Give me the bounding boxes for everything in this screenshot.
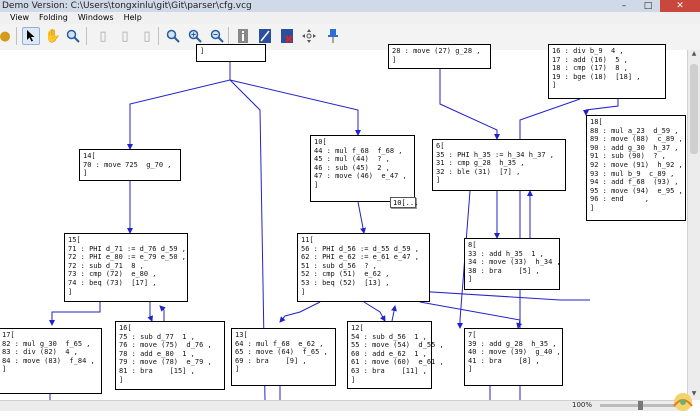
- zoom-fit-icon[interactable]: [164, 27, 182, 45]
- zoom-in-icon[interactable]: [186, 27, 204, 45]
- cfg-node-12[interactable]: 12[ 54 : sub d_56 1 , 55 : move (54) d_5…: [347, 321, 444, 389]
- menu-view[interactable]: View: [10, 13, 29, 22]
- zoom-slider[interactable]: [600, 401, 680, 410]
- delete-node-icon[interactable]: [278, 27, 296, 45]
- edit-node-icon[interactable]: [256, 27, 274, 45]
- scroll-thumb[interactable]: [690, 64, 698, 154]
- pointer-tool-icon[interactable]: [22, 27, 40, 45]
- scroll-up-icon[interactable]: ▲: [691, 50, 697, 57]
- menu-bar: View Folding Windows Help: [0, 12, 700, 24]
- cfg-node-top-center[interactable]: ]: [196, 44, 266, 62]
- cfg-node-15[interactable]: 15[ 71 : PHI d_71 := d_76 d_59 , 72 : PH…: [64, 233, 188, 302]
- toolbar-separator: [16, 27, 17, 45]
- node-tooltip: 10[...: [390, 197, 418, 208]
- open-icon[interactable]: ●: [0, 28, 11, 44]
- cfg-node-6[interactable]: 6[ 35 : PHI h_35 := h_34 h_37 , 31 : cmp…: [432, 139, 566, 191]
- scroll-down-icon[interactable]: ▼: [691, 390, 697, 397]
- layout-arrows-icon[interactable]: [300, 27, 318, 45]
- cfg-node-11[interactable]: 11[ 56 : PHI d_56 := d_55 d_59 , 62 : PH…: [297, 233, 430, 302]
- cfg-node-top-far-right[interactable]: 16 : div b_9 4 , 17 : add (16) 5 , 18 : …: [548, 44, 666, 99]
- menu-folding[interactable]: Folding: [38, 13, 68, 22]
- menu-windows[interactable]: Windows: [77, 13, 114, 22]
- window-title: Demo Version: C:\Users\tongxinlu\git\Git…: [2, 1, 252, 11]
- zoom-level: 100%: [571, 401, 592, 409]
- magnifier-icon[interactable]: [64, 27, 82, 45]
- cfg-node-10[interactable]: 10[ 44 : mul f_68 f_68 , 45 : mul (44) ?…: [310, 135, 415, 202]
- toolbar-separator: [158, 27, 159, 45]
- toolbar-separator: [86, 27, 87, 45]
- window-controls: – □ ✕: [612, 0, 700, 12]
- app-logo-icon: [673, 393, 693, 411]
- toolbar-separator: [228, 27, 229, 45]
- zoom-slider-knob[interactable]: [638, 401, 643, 410]
- pin-icon[interactable]: [324, 27, 342, 45]
- page-expand-icon[interactable]: ▯: [143, 28, 151, 44]
- horizontal-scrollbar[interactable]: [0, 400, 688, 411]
- close-button[interactable]: ✕: [660, 0, 700, 12]
- cfg-node-18[interactable]: 18[ 88 : mul a_23 d_59 , 89 : move (88) …: [586, 115, 686, 221]
- vertical-scrollbar[interactable]: ▲ ▼: [687, 50, 700, 400]
- cfg-node-13[interactable]: 13[ 64 : mul f_68 e_62 , 65 : move (64) …: [231, 328, 336, 386]
- cfg-node-7[interactable]: 7[ 39 : add g_28 h_35 , 40 : move (39) g…: [464, 328, 563, 386]
- maximize-button[interactable]: □: [643, 1, 653, 11]
- menu-help[interactable]: Help: [123, 13, 142, 22]
- info-icon[interactable]: [234, 27, 252, 45]
- cfg-node-16[interactable]: 16[ 75 : sub d_77 1 , 76 : move (75) d_7…: [115, 321, 225, 390]
- graph-edges: [49, 62, 619, 401]
- minimize-button[interactable]: –: [621, 1, 627, 11]
- zoom-out-icon[interactable]: [208, 27, 226, 45]
- cfg-node-8[interactable]: 8[ 33 : add h_35 1 , 34 : move (33) h_34…: [464, 238, 561, 290]
- page-fold-icon[interactable]: ▯: [121, 28, 129, 44]
- toolbar: ● ✋ ▯ ▯ ▯: [0, 24, 700, 51]
- cfg-node-14[interactable]: 14[ 70 : move 725 g_70 , ]: [79, 149, 181, 181]
- title-bar: Demo Version: C:\Users\tongxinlu\git\Git…: [0, 0, 700, 12]
- page-icon[interactable]: ▯: [99, 28, 107, 44]
- graph-canvas[interactable]: ] 28 : move (27) g_28 , ] 16 : div b_9 4…: [0, 44, 688, 401]
- cfg-node-top-right[interactable]: 28 : move (27) g_28 , ]: [388, 44, 491, 69]
- pan-hand-icon[interactable]: ✋: [44, 28, 62, 44]
- cfg-node-17[interactable]: 17[ 82 : mul g_30 f_65 , 83 : div (82) 4…: [0, 328, 102, 394]
